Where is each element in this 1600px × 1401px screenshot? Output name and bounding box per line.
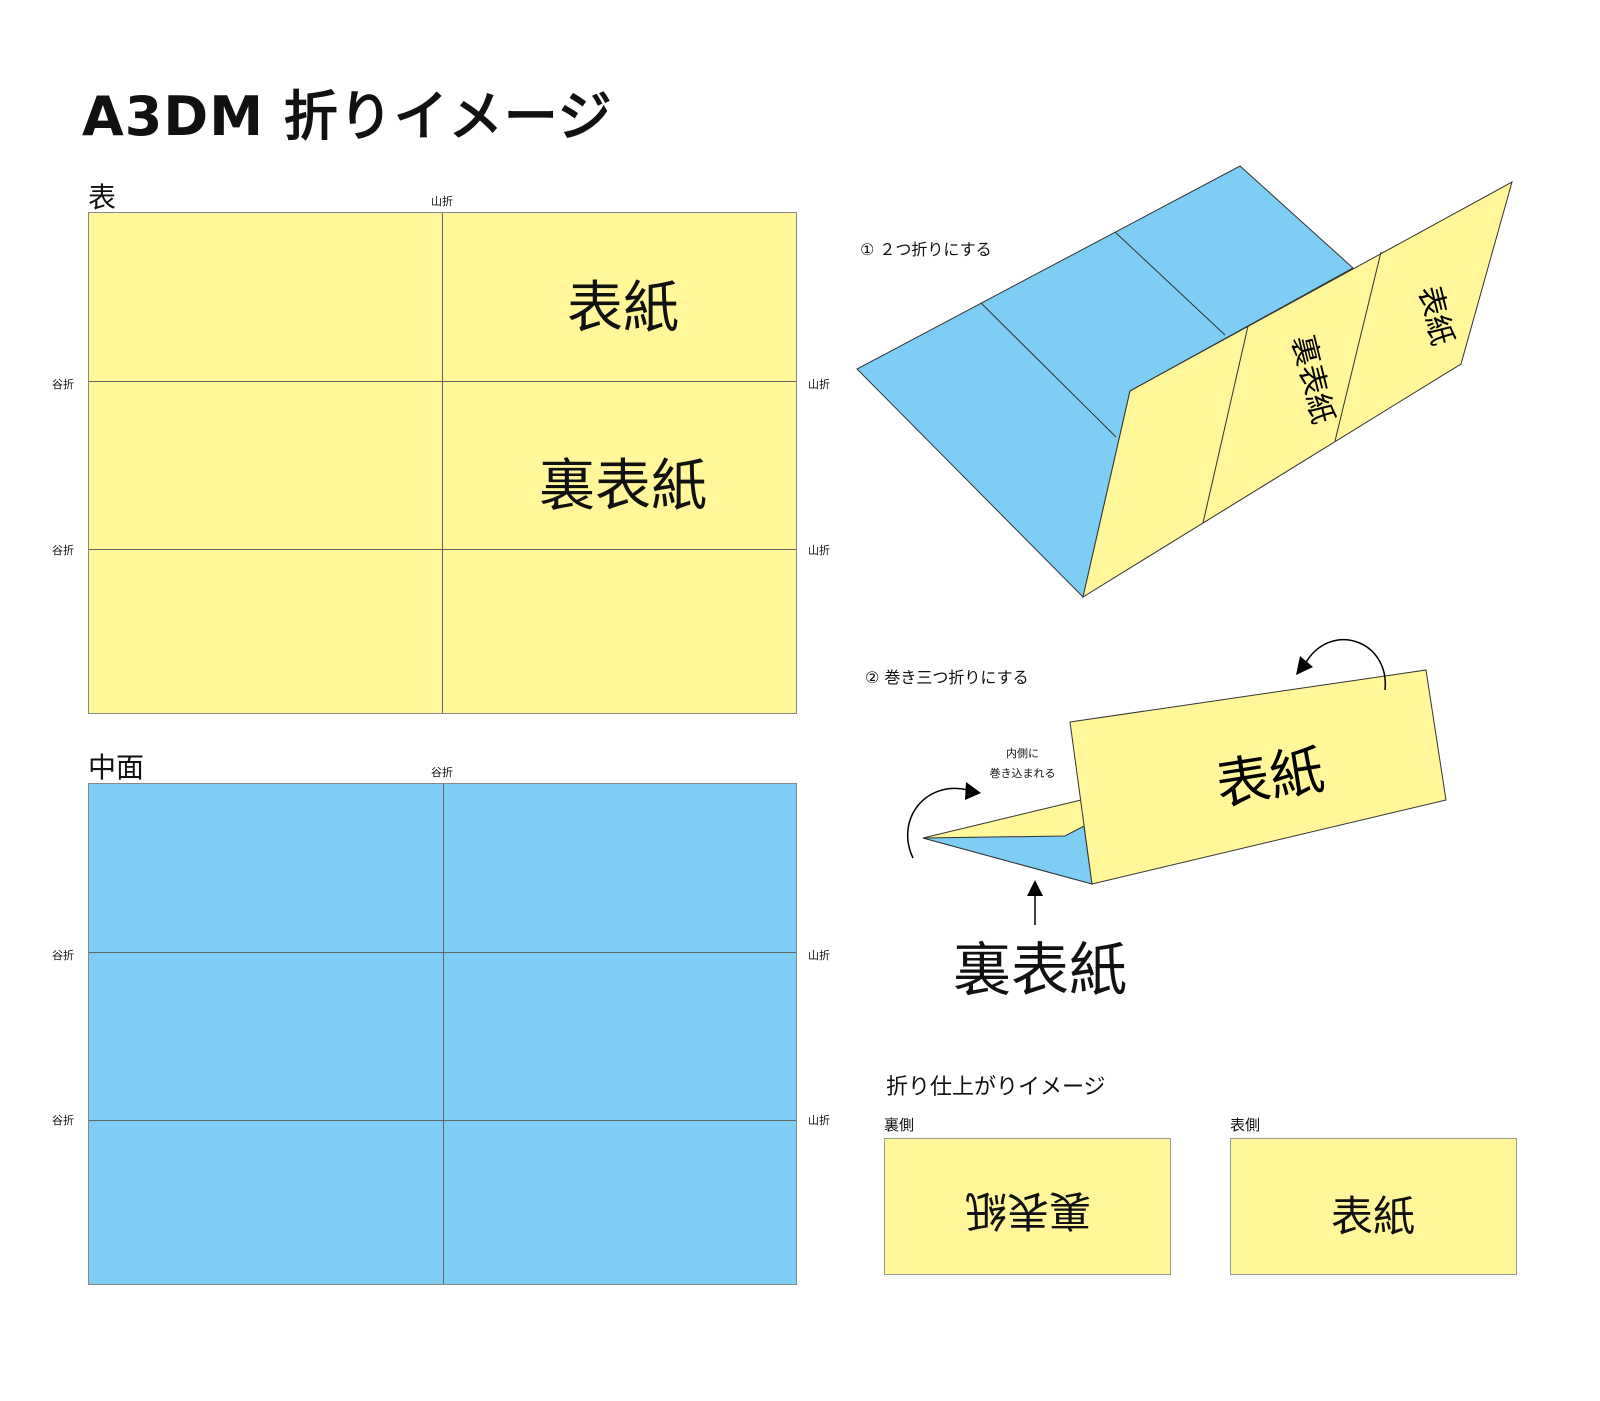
front-back-cover-panel-text: 裏表紙: [539, 454, 707, 519]
step2-note-line2: 巻き込まれる: [989, 767, 1056, 780]
step2-cover-panel: [1069, 669, 1447, 885]
front-left-fold-label-1: 谷折: [52, 378, 74, 391]
inside-fold-line-1: [89, 952, 796, 953]
inside-right-fold-label-2: 山折: [808, 1114, 830, 1127]
front-top-fold-label: 山折: [431, 195, 453, 208]
step1-yellow-fold-line-1: [1202, 325, 1249, 524]
inside-fold-line-2: [89, 1120, 796, 1121]
finished-front-side-text: 表紙: [1331, 1192, 1416, 1241]
step1-blue-fold-line-2: [1114, 231, 1226, 336]
step1-yellow-fold-line-2: [1334, 251, 1382, 442]
inside-left-fold-label-1: 谷折: [52, 949, 74, 962]
step2-note-line1: 内側に: [1006, 747, 1039, 760]
front-right-fold-label-2: 山折: [808, 544, 830, 557]
inside-sheet: [88, 783, 797, 1285]
finished-front-side-sheet: 表紙: [1230, 1138, 1517, 1275]
page-title: A3DM 折りイメージ: [82, 85, 613, 148]
front-left-fold-label-2: 谷折: [52, 544, 74, 557]
step2-left-arrow-head: [965, 782, 981, 800]
step1-label: ① ２つ折りにする: [860, 240, 992, 259]
front-center-fold-line: [442, 213, 443, 713]
step2-up-arrow-head: [1027, 880, 1043, 896]
step2-top-arrow-head: [1296, 656, 1313, 675]
finished-label: 折り仕上がりイメージ: [886, 1075, 1106, 1100]
inside-top-fold-label: 谷折: [431, 766, 453, 779]
finished-back-side-sheet: 裏表紙: [884, 1138, 1171, 1275]
step2-left-curved-arrow: [907, 787, 969, 859]
inside-section-label: 中面: [88, 751, 145, 784]
finished-back-side-label: 裏側: [884, 1116, 915, 1134]
step2-label: ② 巻き三つ折りにする: [865, 668, 1029, 687]
finished-back-side-text: 裏表紙: [965, 1186, 1092, 1235]
step2-back-cover-text: 裏表紙: [953, 936, 1128, 1004]
inside-right-fold-label-1: 山折: [808, 949, 830, 962]
step2-note: 内側に 巻き込まれる: [985, 744, 1060, 784]
front-fold-line-1: [89, 381, 796, 382]
finished-front-side-label: 表側: [1230, 1116, 1261, 1134]
front-section-label: 表: [88, 181, 117, 214]
step1-outer-yellow-panel: [1082, 180, 1513, 599]
inside-left-fold-label-2: 谷折: [52, 1114, 74, 1127]
front-cover-panel-text: 表紙: [567, 276, 679, 341]
front-right-fold-label-1: 山折: [808, 378, 830, 391]
inside-center-fold-line: [443, 784, 444, 1284]
front-sheet: 表紙 裏表紙: [88, 212, 797, 714]
front-fold-line-2: [89, 549, 796, 550]
step2-top-curved-arrow: [1304, 638, 1386, 691]
step1-blue-fold-line-1: [980, 302, 1117, 438]
